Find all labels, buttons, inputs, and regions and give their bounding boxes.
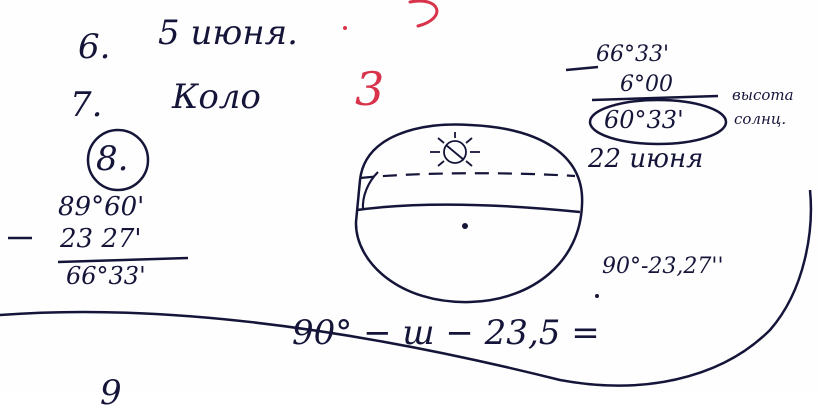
right-calc-line2: 6°00 bbox=[620, 72, 673, 97]
item-7-text: Коло bbox=[172, 77, 261, 117]
sun-icon bbox=[430, 132, 480, 167]
item-6-text: 5 июня. bbox=[158, 13, 298, 53]
right-calc-date: 22 июня bbox=[588, 144, 704, 174]
formula-main: 90° − ш − 23,5 = bbox=[292, 313, 600, 353]
red-check-mark bbox=[408, 0, 439, 28]
ink-dot bbox=[595, 294, 599, 298]
right-calc-line bbox=[591, 94, 719, 102]
right-calc-line1: 66°33' bbox=[596, 42, 670, 67]
right-calc-result: 60°33' bbox=[604, 106, 684, 134]
item-8-line1: 89°60' bbox=[58, 192, 145, 222]
item-6-number: 6. bbox=[78, 27, 111, 67]
globe-equator bbox=[356, 203, 581, 214]
globe-dashed-parallel bbox=[359, 172, 576, 180]
item-8-number: 8. bbox=[96, 139, 129, 179]
ink-dot bbox=[343, 26, 347, 30]
item-8-result-line bbox=[57, 256, 189, 264]
item-8-line2: 23 27' bbox=[60, 224, 142, 254]
item-8-circle bbox=[86, 128, 150, 192]
page-divider-curve bbox=[0, 189, 813, 387]
drawing-layer bbox=[0, 0, 813, 387]
item-8-result: 66°33' bbox=[66, 262, 146, 290]
formula-small: 90°-23,27'' bbox=[602, 254, 724, 279]
globe-outline bbox=[354, 123, 584, 304]
right-calc-minus bbox=[565, 65, 599, 72]
right-calc-oval bbox=[588, 98, 728, 146]
right-calc-note-2: солнц. bbox=[734, 110, 787, 128]
item-7-grade: 3 bbox=[355, 62, 385, 116]
right-calc-note-1: высота bbox=[732, 86, 794, 104]
globe-side-curve bbox=[361, 171, 379, 211]
item-7-number: 7. bbox=[70, 85, 103, 125]
globe-center-dot bbox=[462, 223, 468, 229]
item-9-number: 9 bbox=[100, 373, 122, 413]
